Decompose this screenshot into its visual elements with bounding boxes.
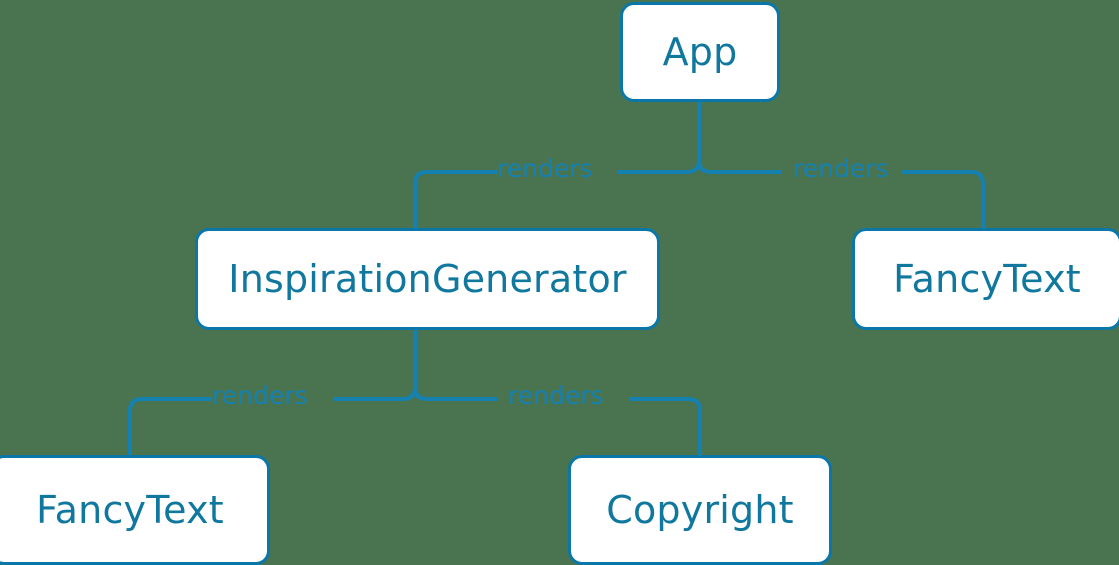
edge-app-to-inspiration-generator [413, 170, 687, 228]
edge-inspiration-to-fancytext-bottom [128, 397, 403, 455]
node-fancytext-bottom-label: FancyText [36, 488, 224, 532]
node-fancytext-bottom[interactable]: FancyText [0, 455, 270, 565]
node-fancytext-right-label: FancyText [893, 257, 1081, 301]
edge-app-to-fancytext-right [711, 170, 985, 228]
node-inspiration-generator[interactable]: InspirationGenerator [195, 228, 660, 330]
edge-label-inspiration-generator-to-copyright: renders [508, 381, 604, 410]
node-inspiration-generator-label: InspirationGenerator [228, 257, 627, 301]
edge-label-app-to-inspiration-generator: renders [497, 154, 593, 183]
node-copyright[interactable]: Copyright [568, 455, 832, 565]
edge-label-app-to-fancytext-right: renders [793, 154, 889, 183]
edge-inspiration-to-copyright [427, 397, 702, 455]
node-copyright-label: Copyright [606, 488, 794, 532]
edge-inspiration-trunk-right [413, 386, 428, 401]
node-app-label: App [662, 30, 738, 74]
edge-label-inspiration-generator-to-fancytext-bottom: renders [212, 381, 308, 410]
node-app[interactable]: App [620, 2, 780, 102]
node-fancytext-right[interactable]: FancyText [852, 228, 1119, 330]
edge-app-trunk-left [697, 159, 712, 174]
